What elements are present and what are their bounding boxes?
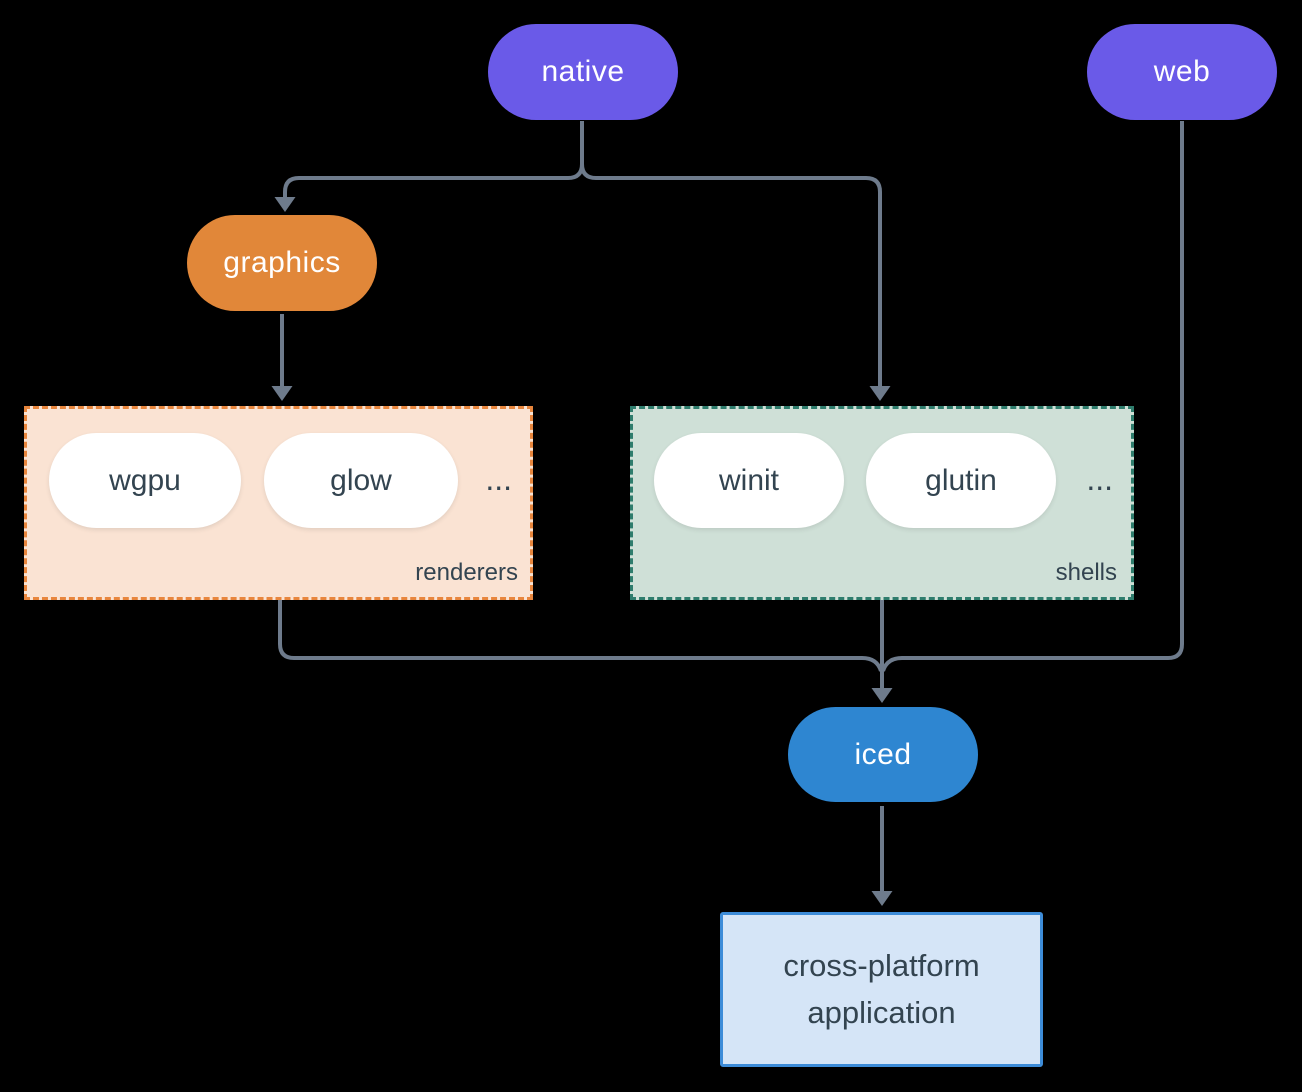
node-native-label: native <box>541 55 625 88</box>
edge-native-to-graphics <box>283 121 584 198</box>
renderers-label: renderers <box>415 559 518 586</box>
group-renderers: wgpu glow ... renderers <box>24 406 533 600</box>
arrowhead-renderers <box>271 386 293 401</box>
edge-native-to-shells <box>580 163 882 387</box>
node-iced: iced <box>788 707 978 802</box>
renderers-ellipsis: ... <box>485 461 512 497</box>
shells-label: shells <box>1055 559 1117 586</box>
node-web: web <box>1087 24 1277 120</box>
pill-glutin: glutin <box>866 433 1056 528</box>
node-iced-label: iced <box>854 737 912 771</box>
pill-winit: winit <box>654 433 844 528</box>
node-graphics-label: graphics <box>223 246 341 279</box>
pill-glow: glow <box>264 433 458 528</box>
app-label-line2: application <box>807 994 956 1030</box>
arrowhead-graphics <box>274 197 296 212</box>
pill-glow-label: glow <box>330 463 392 497</box>
node-graphics: graphics <box>187 215 377 311</box>
shells-ellipsis: ... <box>1086 461 1113 497</box>
pill-wgpu: wgpu <box>49 433 241 528</box>
node-cross-platform-application: cross-platform application <box>720 912 1043 1067</box>
arrowhead-iced <box>871 688 893 703</box>
node-native: native <box>488 24 678 120</box>
edge-renderers-to-iced <box>278 600 883 672</box>
group-shells: winit glutin ... shells <box>630 406 1134 600</box>
pill-glutin-label: glutin <box>925 463 997 497</box>
arrowhead-app <box>871 891 893 906</box>
pill-winit-label: winit <box>718 463 779 497</box>
edge-web-to-iced <box>881 121 1184 672</box>
arrowhead-shells <box>869 386 891 401</box>
node-web-label: web <box>1153 55 1211 88</box>
app-label-line1: cross-platform <box>783 948 980 983</box>
pill-wgpu-label: wgpu <box>109 463 181 497</box>
